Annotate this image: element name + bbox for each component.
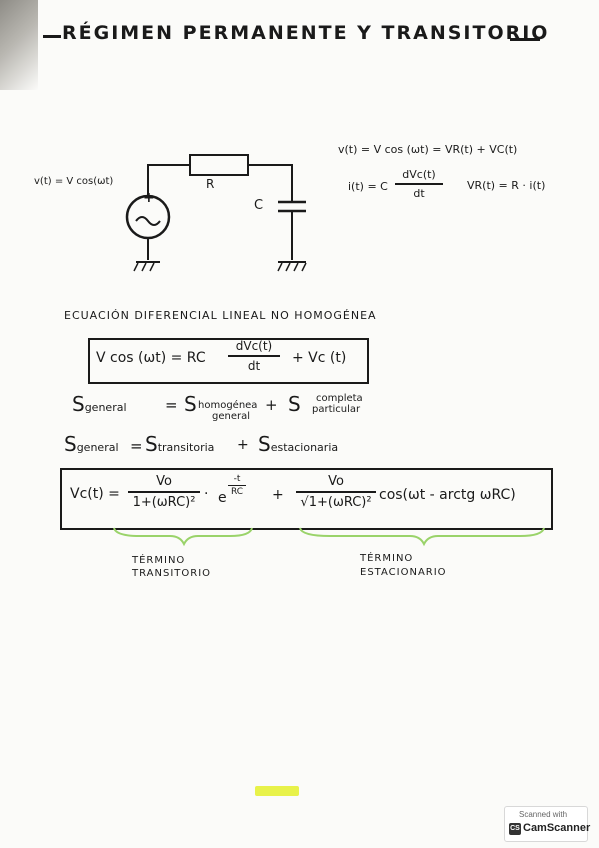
diff-equation-fraction: dVc(t) dt	[228, 339, 280, 373]
final-equation-plus: +	[272, 487, 284, 503]
solution1-plus: +	[265, 396, 278, 414]
steady-brace	[299, 527, 545, 547]
solution1-lhs: Sgeneral	[72, 392, 127, 416]
solution1-lhs-subscript: general	[84, 401, 127, 414]
transient-numerator: Vo	[156, 474, 172, 489]
exponential-base: e	[218, 490, 227, 506]
source-voltage-label: v(t) = V cos(ωt)	[34, 176, 114, 187]
resistor-voltage-equation: VR(t) = R · i(t)	[467, 179, 546, 192]
page-corner-shadow	[0, 0, 38, 90]
watermark-line2: CamScanner	[523, 822, 591, 834]
steady-label-line2: ESTACIONARIO	[360, 567, 447, 578]
solution2-term1-subscript: transitoria	[157, 441, 215, 454]
transient-label-line2: TRANSITORIO	[132, 568, 212, 579]
solution2-plus: +	[237, 437, 249, 453]
current-derivative-denominator: dt	[413, 186, 425, 200]
rc-circuit-diagram	[125, 154, 307, 272]
resistor-label: R	[206, 177, 215, 191]
solution2-term2-symbol: S	[258, 432, 271, 456]
transient-label-line1: TÉRMINO	[132, 555, 186, 566]
camscanner-watermark: Scanned with CS CamScanner	[504, 806, 591, 842]
camscanner-logo-icon: CS	[509, 823, 521, 835]
solution2-equals: =	[130, 437, 143, 455]
solution1-term1-symbol: S	[184, 392, 197, 416]
resistor-symbol	[189, 154, 249, 176]
solution1-term2-symbol: S	[288, 392, 301, 416]
current-derivative-fraction: dVc(t) dt	[395, 168, 443, 200]
source-plus-sign: +	[143, 190, 155, 206]
solution1-term1-sub-top: homogénea	[198, 400, 258, 411]
title-dash-left	[43, 35, 61, 38]
title-dash-right	[510, 38, 540, 41]
solution2-lhs-symbol: S	[64, 432, 77, 456]
transient-brace	[113, 527, 253, 547]
kvl-equation: v(t) = V cos (ωt) = VR(t) + VC(t)	[338, 143, 518, 156]
capacitor-label: C	[254, 198, 264, 213]
exponent-numerator: -t	[233, 474, 241, 484]
solution2-term1: Stransitoria	[145, 432, 214, 456]
solution1-term2-sub-top: completa	[316, 393, 363, 404]
solution1-lhs-symbol: S	[72, 392, 85, 416]
diff-equation-denominator: dt	[247, 358, 261, 373]
final-equation-box	[60, 468, 553, 530]
section-heading: ECUACIÓN DIFERENCIAL LINEAL NO HOMOGÉNEA	[64, 309, 377, 322]
watermark-line1: Scanned with	[519, 810, 568, 819]
diff-equation-lhs: V cos (ωt) = RC	[96, 350, 206, 366]
steady-numerator: Vo	[328, 474, 344, 489]
transient-denominator: 1+(ωRC)²	[132, 494, 196, 510]
solution2-term2-subscript: estacionaria	[270, 441, 339, 454]
solution1-term2-sub-bottom: particular	[312, 404, 361, 415]
solution2-lhs: Sgeneral	[64, 432, 119, 456]
exponent-fraction: -t RC	[228, 474, 246, 497]
solution2-term2: Sestacionaria	[258, 432, 338, 456]
steady-denominator: √1+(ωRC)²	[300, 494, 372, 510]
solution2-lhs-subscript: general	[76, 441, 119, 454]
cosine-term: cos(ωt - arctg ωRC)	[379, 487, 516, 503]
diff-equation-rhs: + Vc (t)	[292, 350, 347, 366]
page-title: RÉGIMEN PERMANENTE Y TRANSITORIO	[62, 22, 550, 44]
underbraces	[113, 527, 545, 547]
exponent-denominator: RC	[230, 487, 244, 497]
final-equation-lhs: Vc(t) =	[70, 486, 120, 502]
solution1-equals: =	[165, 396, 178, 414]
steady-label-line1: TÉRMINO	[360, 553, 414, 564]
solution1-term1-sub-bottom: general	[212, 411, 251, 422]
solution2-term1-symbol: S	[145, 432, 158, 456]
steady-fraction: Vo √1+(ωRC)²	[296, 474, 376, 510]
transient-fraction: Vo 1+(ωRC)²	[128, 474, 200, 510]
current-derivative-numerator: dVc(t)	[402, 168, 436, 181]
current-equation-lhs: i(t) = C	[348, 180, 388, 193]
page-number-highlight	[255, 786, 299, 796]
multiply-dot: ·	[204, 486, 209, 502]
diff-equation-numerator: dVc(t)	[235, 339, 273, 353]
diff-equation-box	[88, 338, 369, 384]
